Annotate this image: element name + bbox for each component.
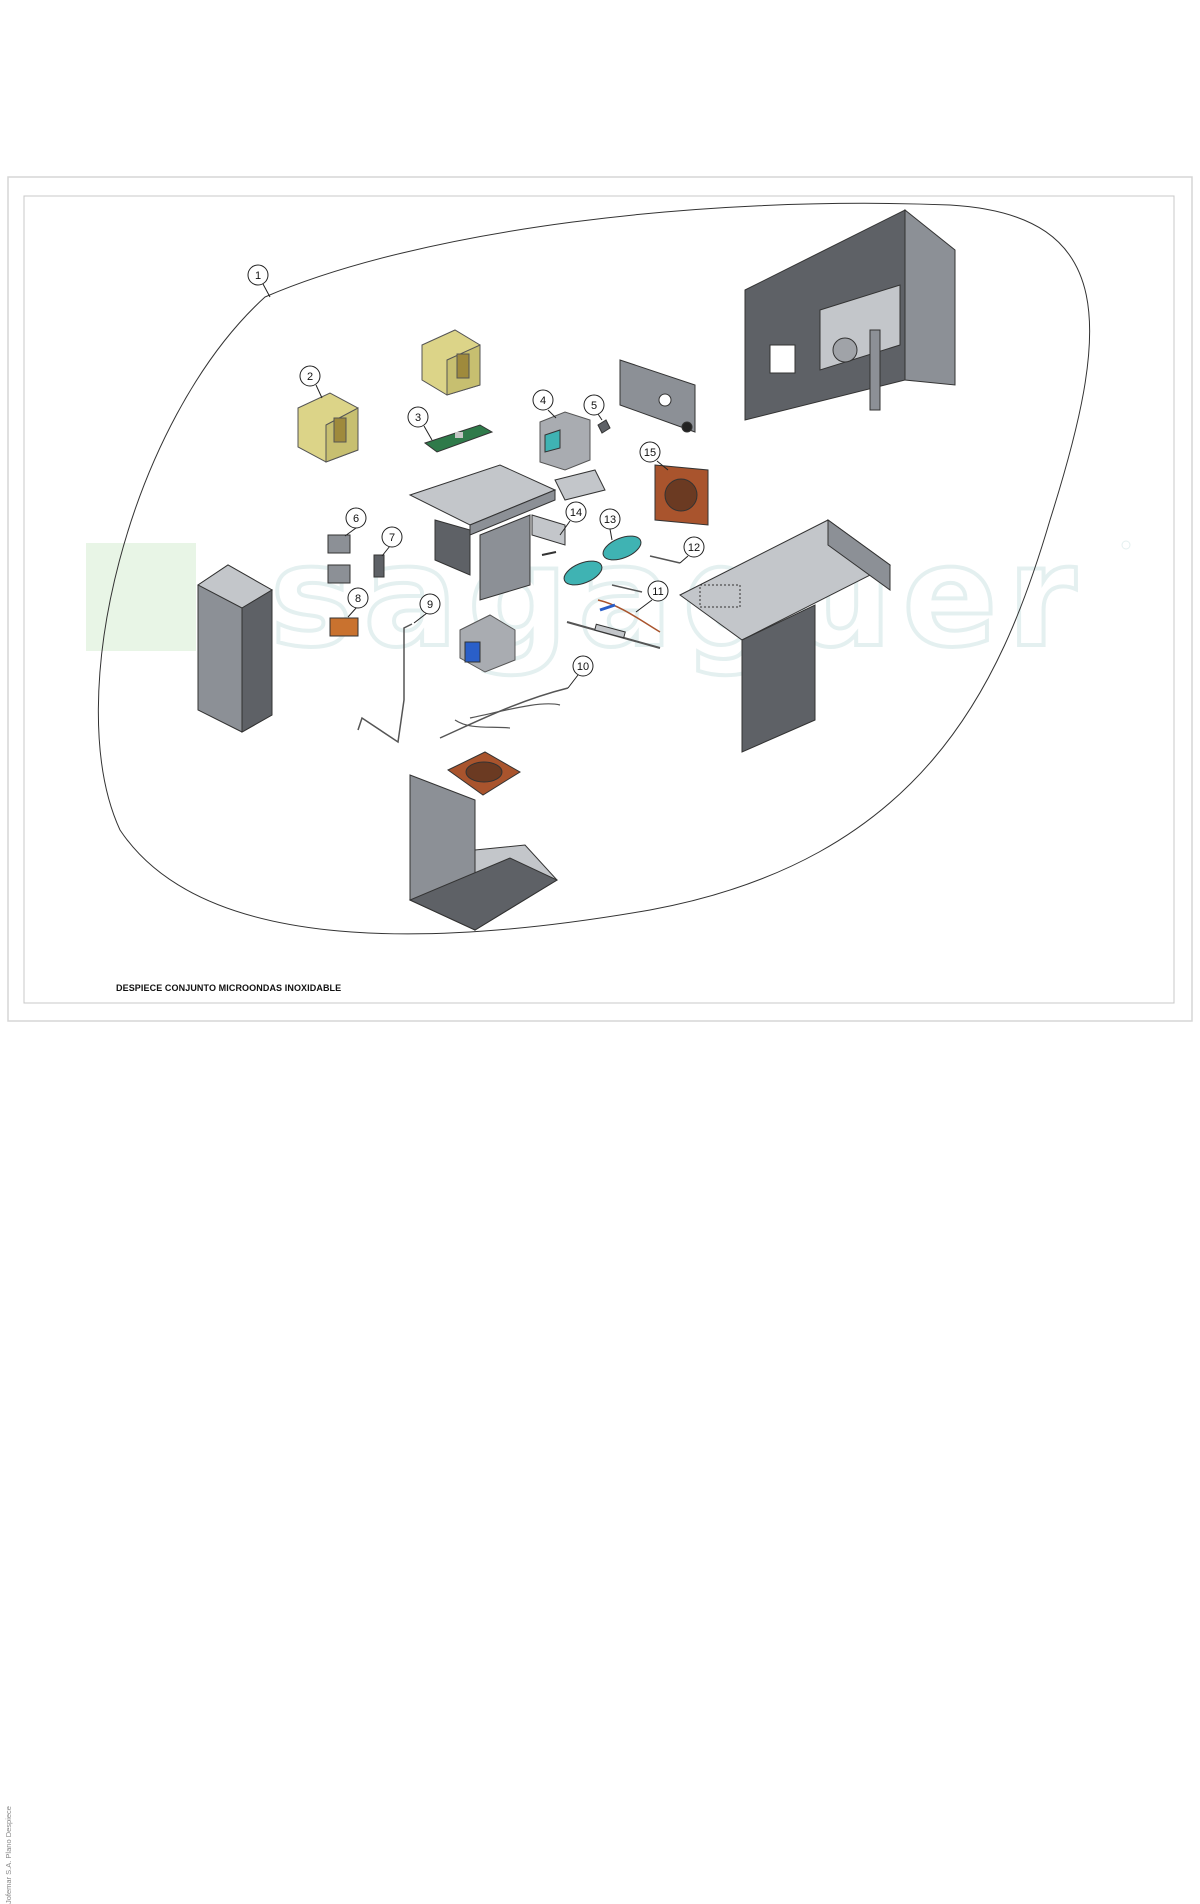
callout-1: 1 (247, 264, 271, 298)
callout-8: 8 (347, 587, 369, 618)
electronics-enclosure (197, 564, 273, 733)
callout-15: 15 (639, 441, 669, 471)
callout-9: 9 (413, 593, 441, 624)
callout-11-label: 11 (652, 586, 663, 598)
mounting-bracket (619, 359, 696, 433)
callout-3-label: 3 (415, 412, 421, 424)
callout-6: 6 (344, 507, 367, 537)
cooling-fan (447, 751, 521, 796)
callout-9-label: 9 (427, 599, 433, 611)
callout-15-label: 15 (644, 447, 656, 459)
callout-7: 7 (381, 526, 403, 557)
sheet-title: DESPIECE CONJUNTO MICROONDAS INOXIDABLE (116, 983, 342, 993)
switch-7 (373, 554, 385, 578)
callout-2-label: 2 (307, 371, 313, 383)
wire-12 (611, 555, 681, 593)
callout-14: 14 (559, 501, 587, 536)
callout-8-label: 8 (355, 593, 361, 605)
side-note: Jofemar S.A. Plano Despiece (4, 1806, 13, 1904)
cover-plates (531, 469, 606, 546)
callout-1-label: 1 (255, 270, 261, 282)
assembly-outline (97, 202, 1091, 935)
transformer-upper (421, 329, 481, 396)
wire-harness-10 (439, 687, 569, 739)
diode-14 (541, 551, 557, 556)
cable-9 (357, 623, 413, 744)
callout-6-label: 6 (353, 513, 359, 525)
callout-10-label: 10 (577, 661, 589, 673)
callout-10: 10 (567, 655, 594, 689)
inner-frame (23, 195, 1175, 1004)
watermark-logo: sagaguer (86, 514, 1131, 681)
callout-11: 11 (635, 580, 669, 613)
pcb-board-3 (423, 424, 494, 453)
callout-4-label: 4 (540, 395, 546, 407)
side-housing (679, 519, 891, 753)
rear-chassis-part (744, 208, 956, 421)
callout-5-label: 5 (591, 400, 597, 412)
capacitors-13 (563, 535, 642, 586)
wire-harness-11 (566, 599, 661, 649)
svg-text:sagaguer: sagaguer (270, 516, 1086, 679)
transformer-2 (297, 392, 359, 463)
fuse-holder-5 (597, 419, 611, 434)
callout-12: 12 (679, 536, 705, 564)
magnetron-base-plate (408, 464, 557, 601)
magnetron-4 (539, 411, 591, 471)
transformer-hv (459, 614, 516, 673)
base-frame (408, 774, 559, 931)
callout-7-label: 7 (389, 532, 395, 544)
waveguide-gasket-15 (654, 464, 709, 526)
callout-14-label: 14 (570, 507, 582, 519)
callout-13: 13 (599, 508, 621, 541)
outer-sheet-border (7, 176, 1193, 1022)
filter-block-8 (329, 617, 359, 637)
callout-13-label: 13 (604, 514, 616, 526)
callout-12-label: 12 (688, 542, 700, 554)
relays-6 (327, 534, 351, 584)
callout-2: 2 (299, 365, 323, 399)
callout-4: 4 (532, 389, 557, 419)
callout-5: 5 (583, 394, 605, 421)
callout-3: 3 (407, 406, 433, 441)
exploded-diagram: sagaguer (7, 176, 1193, 1022)
